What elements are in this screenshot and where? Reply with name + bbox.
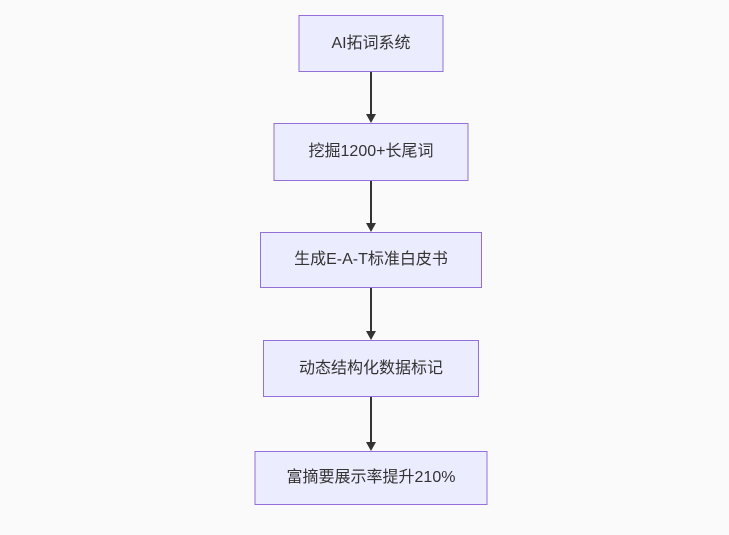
arrowhead-icon [366,442,376,451]
flow-node-longtail-mining: 挖掘1200+长尾词 [273,123,469,181]
arrowhead-icon [366,331,376,340]
arrowhead-icon [366,223,376,232]
arrow-down-2 [364,181,378,232]
arrow-shaft [370,72,372,116]
flow-node-label: 动态结构化数据标记 [298,359,443,377]
arrow-down-4 [364,397,378,451]
flow-node-label: 生成E-A-T标准白皮书 [294,251,448,268]
flow-node-structured-data-markup: 动态结构化数据标记 [263,340,479,397]
flow-node-label: 挖掘1200+长尾词 [308,143,434,160]
arrow-down-1 [364,72,378,123]
flow-node-eat-whitepaper: 生成E-A-T标准白皮书 [260,232,482,288]
arrow-shaft [370,397,372,444]
flow-node-ai-keyword-system: AI拓词系统 [298,15,444,72]
flow-node-label: AI拓词系统 [331,34,411,52]
arrow-shaft [370,288,372,333]
flow-node-rich-snippet-result: 富摘要展示率提升210% [254,451,488,505]
arrow-down-3 [364,288,378,340]
arrowhead-icon [366,114,376,123]
arrow-shaft [370,181,372,225]
flow-node-label: 富摘要展示率提升210% [286,469,456,486]
